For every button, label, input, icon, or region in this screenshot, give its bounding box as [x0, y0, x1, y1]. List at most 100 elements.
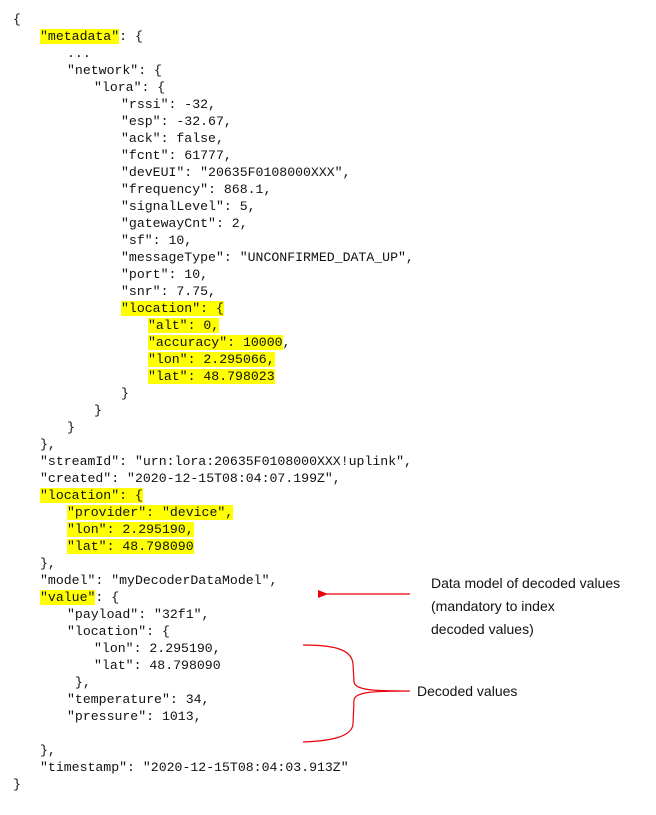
code-line: "messageType": "UNCONFIRMED_DATA_UP", — [121, 249, 414, 266]
highlighted-code: "lat": 48.798023 — [148, 369, 275, 384]
code-line: "fcnt": 61777, — [121, 147, 232, 164]
code-text: { — [13, 12, 21, 27]
code-line: }, — [40, 436, 56, 453]
code-line: "gatewayCnt": 2, — [121, 215, 248, 232]
code-line: "lat": 48.798090 — [94, 657, 221, 674]
code-line: "lat": 48.798090 — [67, 538, 194, 555]
code-text: "pressure": 1013, — [67, 709, 202, 724]
code-text: "frequency": 868.1, — [121, 182, 272, 197]
model-annotation-line-2: (mandatory to index — [431, 598, 555, 614]
code-text: "gatewayCnt": 2, — [121, 216, 248, 231]
code-text: }, — [67, 675, 91, 690]
code-line: ... — [67, 45, 91, 62]
code-line: "streamId": "urn:lora:20635F0108000XXX!u… — [40, 453, 412, 470]
code-text: "port": 10, — [121, 267, 209, 282]
model-annotation-line-1: Data model of decoded values — [431, 575, 621, 591]
highlighted-code: "provider": "device", — [67, 505, 234, 520]
code-line: "ack": false, — [121, 130, 224, 147]
code-line: "snr": 7.75, — [121, 283, 216, 300]
highlighted-code: "lat": 48.798090 — [67, 539, 194, 554]
code-text: "fcnt": 61777, — [121, 148, 232, 163]
code-line: "created": "2020-12-15T08:04:07.199Z", — [40, 470, 341, 487]
code-text: } — [121, 386, 129, 401]
code-text: "lat": 48.798090 — [94, 658, 221, 673]
code-text: "streamId": "urn:lora:20635F0108000XXX!u… — [40, 454, 412, 469]
code-text: "lora": { — [94, 80, 166, 95]
code-text: "location": { — [67, 624, 170, 639]
code-text: "model": "myDecoderDataModel", — [40, 573, 278, 588]
model-annotation-line-3: decoded values) — [431, 621, 534, 637]
highlighted-code: "alt": 0, — [148, 318, 220, 333]
highlighted-code: "accuracy": 10000 — [148, 335, 283, 350]
code-line: "location": { — [40, 487, 143, 504]
code-line: "lora": { — [94, 79, 165, 96]
code-line: "value": { — [40, 589, 119, 606]
code-text: "signalLevel": 5, — [121, 199, 256, 214]
code-text: : { — [95, 590, 120, 605]
highlighted-code: "lon": 2.295190, — [67, 522, 194, 537]
code-text: "timestamp": "2020-12-15T08:04:03.913Z" — [40, 760, 349, 775]
code-text: "devEUI": "20635F0108000XXX", — [121, 165, 351, 180]
code-line: "sf": 10, — [121, 232, 192, 249]
code-text: : { — [119, 29, 143, 44]
code-text: "sf": 10, — [121, 233, 193, 248]
code-text: ... — [67, 46, 91, 61]
code-line: "network": { — [67, 62, 162, 79]
code-line: "location": { — [67, 623, 170, 640]
code-line: "provider": "device", — [67, 504, 234, 521]
code-text: "created": "2020-12-15T08:04:07.199Z", — [40, 471, 341, 486]
code-line: "signalLevel": 5, — [121, 198, 256, 215]
code-line: } — [121, 385, 129, 402]
code-line: "lon": 2.295066, — [148, 351, 275, 368]
code-line: "pressure": 1013, — [67, 708, 202, 725]
highlighted-code: "value" — [40, 590, 96, 605]
code-line: "metadata": { — [40, 28, 143, 45]
code-line: "frequency": 868.1, — [121, 181, 271, 198]
code-line: "model": "myDecoderDataModel", — [40, 572, 277, 589]
code-text: "temperature": 34, — [67, 692, 210, 707]
code-text: , — [282, 335, 291, 350]
code-text: } — [13, 777, 21, 792]
code-text: }, — [40, 437, 56, 452]
code-text: "lon": 2.295190, — [94, 641, 221, 656]
code-line: } — [67, 419, 75, 436]
code-line: "timestamp": "2020-12-15T08:04:03.913Z" — [40, 759, 349, 776]
code-line: "esp": -32.67, — [121, 113, 232, 130]
code-line: }, — [40, 555, 56, 572]
highlighted-code: "location": { — [121, 301, 224, 316]
code-text: "messageType": "UNCONFIRMED_DATA_UP", — [121, 250, 414, 265]
code-line: "devEUI": "20635F0108000XXX", — [121, 164, 351, 181]
code-line: "payload": "32f1", — [67, 606, 209, 623]
code-line: "rssi": -32, — [121, 96, 216, 113]
code-text: "rssi": -32, — [121, 97, 216, 112]
code-text: }, — [40, 556, 56, 571]
code-text: "esp": -32.67, — [121, 114, 232, 129]
code-line: "temperature": 34, — [67, 691, 209, 708]
code-text: }, — [40, 743, 56, 758]
code-line: } — [94, 402, 102, 419]
decoded-brace — [302, 644, 411, 743]
code-text: } — [67, 420, 75, 435]
highlighted-code: "lon": 2.295066, — [148, 352, 275, 367]
highlighted-code: "location": { — [40, 488, 143, 503]
decoded-annotation: Decoded values — [417, 683, 518, 699]
code-line: } — [13, 776, 21, 793]
code-line: }, — [40, 742, 56, 759]
code-line: "port": 10, — [121, 266, 208, 283]
code-line: "alt": 0, — [148, 317, 220, 334]
code-line: "location": { — [121, 300, 224, 317]
code-text: "network": { — [67, 63, 162, 78]
code-line: "lon": 2.295190, — [94, 640, 221, 657]
highlighted-code: "metadata" — [40, 29, 120, 44]
code-line: "accuracy": 10000, — [148, 334, 290, 351]
code-text: "snr": 7.75, — [121, 284, 216, 299]
code-line: "lat": 48.798023 — [148, 368, 275, 385]
code-text: "ack": false, — [121, 131, 224, 146]
code-line: "lon": 2.295190, — [67, 521, 194, 538]
code-line: }, — [67, 674, 91, 691]
code-text: } — [94, 403, 102, 418]
code-text: "payload": "32f1", — [67, 607, 210, 622]
code-line: { — [13, 11, 21, 28]
